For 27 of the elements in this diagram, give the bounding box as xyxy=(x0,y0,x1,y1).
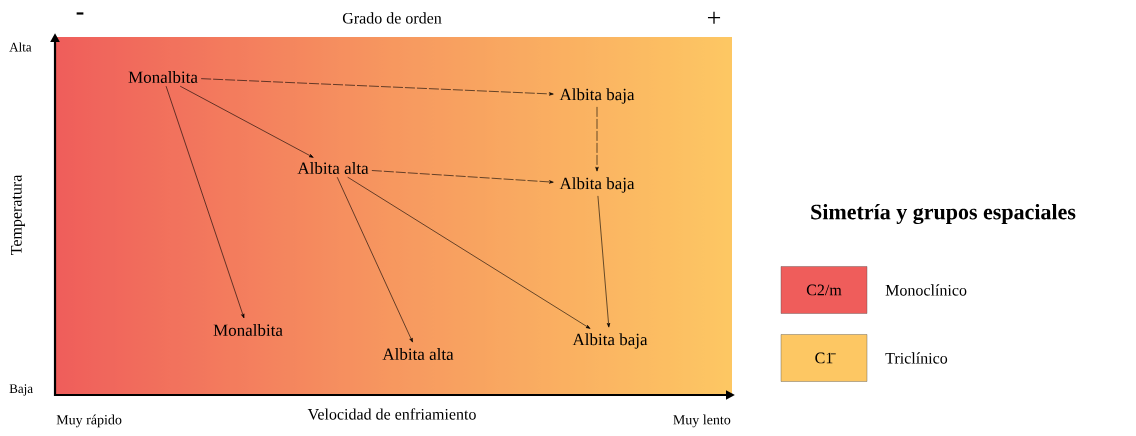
mineral-label: Monalbita xyxy=(128,71,198,83)
arrow xyxy=(597,195,611,328)
legend-title: Simetría y grupos espaciales xyxy=(811,203,1076,225)
plus-sign: + xyxy=(707,11,721,24)
mineral-label: Albita baja xyxy=(559,88,635,104)
axis-title: Grado de orden xyxy=(342,12,442,24)
arrow xyxy=(347,176,591,329)
arrow xyxy=(595,106,599,172)
axis-tick-label: Alta xyxy=(9,42,32,52)
legend-label: Monoclínico xyxy=(885,284,967,296)
arrow xyxy=(200,78,554,96)
minus-sign: - xyxy=(76,12,84,15)
axis-title: Velocidad de enfriamiento xyxy=(307,408,476,420)
mineral-label: Albita baja xyxy=(572,333,648,349)
axis-title: Temperatura xyxy=(11,174,25,255)
axis-tick-label: Muy lento xyxy=(673,414,731,428)
mineral-label: Monalbita xyxy=(213,324,283,336)
mineral-label: Albita alta xyxy=(382,348,454,360)
mineral-label: Albita baja xyxy=(559,177,635,193)
arrow xyxy=(336,176,413,343)
axis-tick-label: Muy rápido xyxy=(56,414,122,428)
axis-tick-label: Baja xyxy=(9,384,33,396)
arrow xyxy=(371,170,554,184)
arrow xyxy=(179,85,314,158)
legend-label: Triclínico xyxy=(885,352,948,364)
mineral-label: Albita alta xyxy=(297,162,369,174)
arrow xyxy=(165,85,245,319)
